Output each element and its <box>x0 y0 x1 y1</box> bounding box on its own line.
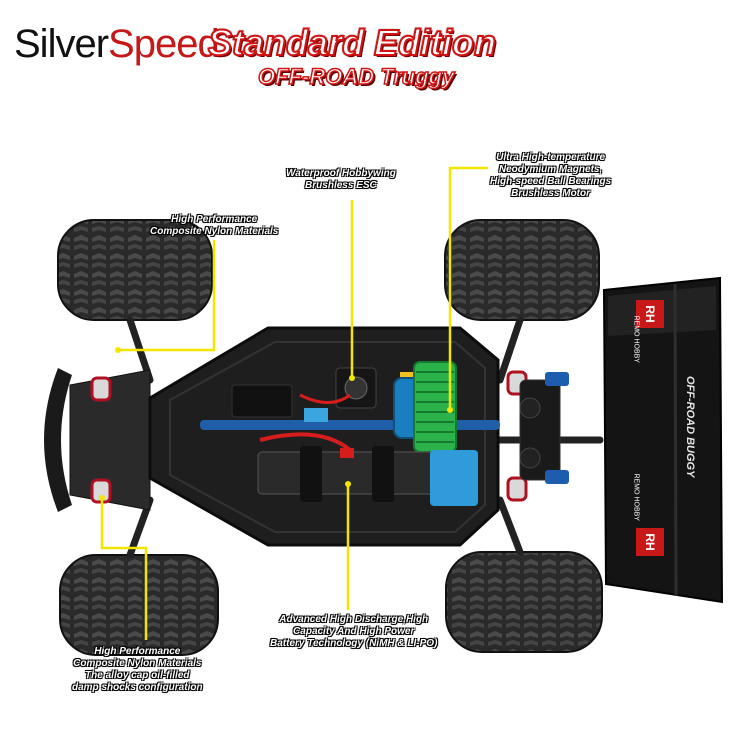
wing-brand-top: REMO HOBBY <box>632 315 640 363</box>
callout-nylon-bottom-line1: High Performance <box>94 646 181 657</box>
brand-logo-part2: Speed <box>108 22 220 66</box>
callout-motor-line4: Brushless Motor <box>511 188 591 199</box>
wing-badge-bottom: RH <box>636 528 664 556</box>
wing-badge-top: RH <box>636 300 664 328</box>
callout-motor: Ultra High-temperature Neodymium Magnets… <box>490 152 611 200</box>
callout-motor-line2: Neodymium Magnets, <box>498 164 603 175</box>
callout-nylon-bottom-line3: The alloy cap oil-filled <box>85 670 190 681</box>
callout-nylon-bottom: High Performance Composite Nylon Materia… <box>72 646 203 694</box>
callout-battery-line2: Capacity And High Power <box>293 626 415 637</box>
callout-nylon-top: High Performance Composite Nylon Materia… <box>150 214 278 238</box>
tire-rear-right <box>445 551 603 653</box>
wing-brand-bottom: REMO HOBBY <box>632 473 640 521</box>
tire-front-right <box>59 554 219 656</box>
callout-esc-line1: Waterproof Hobbywing <box>286 168 396 179</box>
callout-battery-line1: Advanced High Discharge,High <box>279 614 429 625</box>
battery-foam <box>430 450 478 506</box>
callout-esc: Waterproof Hobbywing Brushless ESC <box>286 168 396 192</box>
tire-rear-left <box>444 219 600 321</box>
heatsink <box>413 361 457 453</box>
wing-label: OFF-ROAD BUGGY <box>684 376 696 478</box>
brand-logo: SilverSpeed <box>14 22 220 67</box>
callout-nylon-top-line1: High Performance <box>171 214 258 225</box>
callout-nylon-bottom-line2: Composite Nylon Materials <box>73 658 202 669</box>
callout-motor-line3: High-speed Ball Bearings <box>490 176 612 187</box>
title-line2: OFF-ROAD Truggy <box>257 63 455 90</box>
callout-esc-line2: Brushless ESC <box>305 180 377 191</box>
callout-nylon-top-line2: Composite Nylon Materials <box>150 226 279 237</box>
front-bumper <box>44 368 72 512</box>
callout-battery: Advanced High Discharge,High Capacity An… <box>270 614 437 650</box>
title-line1: Standard Edition <box>207 21 497 64</box>
callout-nylon-bottom-line4: damp shocks configuration <box>72 682 203 693</box>
front-bulkhead <box>69 369 151 511</box>
callout-motor-line1: Ultra High-temperature <box>496 152 606 163</box>
brand-logo-part1: Silver <box>14 22 109 66</box>
servo <box>231 384 293 418</box>
tire-front-left <box>57 219 213 321</box>
callout-lines <box>100 166 488 640</box>
callout-battery-line3: Battery Technology (NiMH & LI-PO) <box>270 638 438 649</box>
